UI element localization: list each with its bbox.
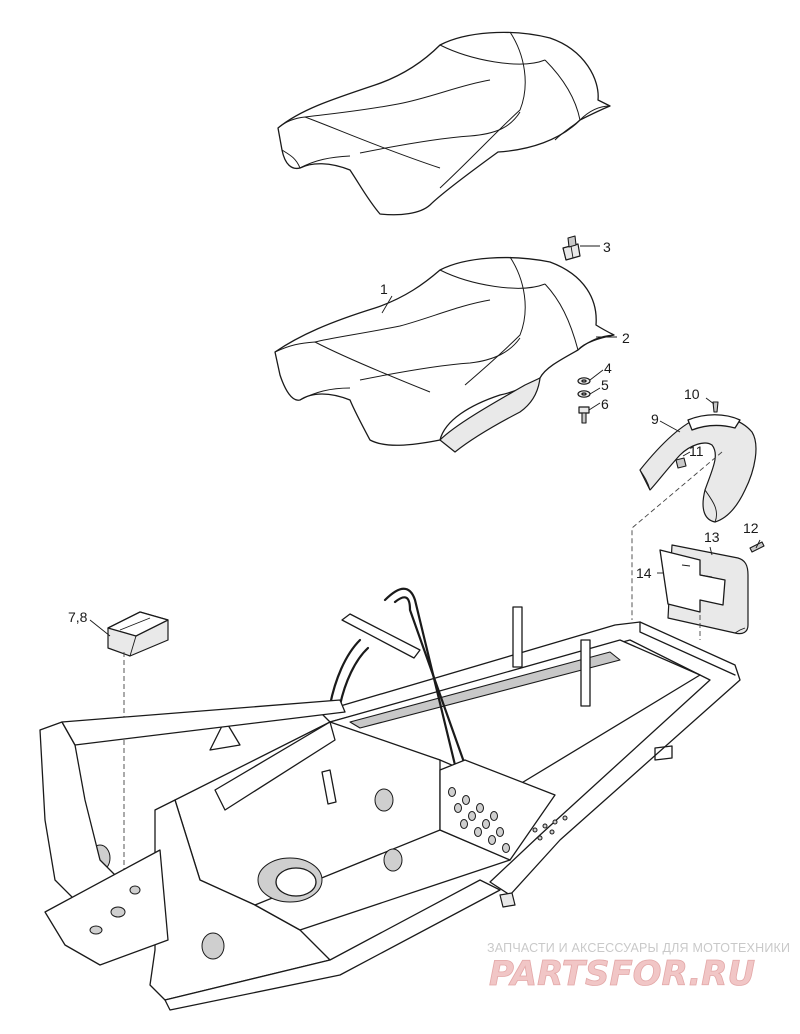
washer-5 <box>577 390 591 398</box>
watermark-logo: PARTSFOR.RU <box>489 954 755 994</box>
callout-2: 2 <box>622 330 630 346</box>
callout-4: 4 <box>604 360 612 376</box>
seat-bracket-clip <box>562 235 581 261</box>
backrest-pad <box>639 414 757 523</box>
callout-13: 13 <box>704 529 720 545</box>
battery-box <box>107 611 169 657</box>
callout-6: 6 <box>601 396 609 412</box>
callout-11: 11 <box>689 443 704 459</box>
callout-12: 12 <box>743 520 759 536</box>
back-plate <box>659 544 749 635</box>
nut-11 <box>675 457 687 469</box>
callout-10: 10 <box>684 386 700 402</box>
callout-9: 9 <box>651 411 659 427</box>
frame-chassis <box>39 587 741 1011</box>
callout-labels: 1 2 3 4 5 6 7,8 9 10 11 12 13 14 <box>68 239 759 625</box>
callout-5: 5 <box>601 377 609 393</box>
callout-1: 1 <box>380 281 388 297</box>
watermark-tagline: ЗАПЧАСТИ И АКСЕССУАРЫ ДЛЯ МОТОТЕХНИКИ <box>487 941 790 955</box>
watermark: ЗАПЧАСТИ И АКСЕССУАРЫ ДЛЯ МОТОТЕХНИКИ PA… <box>487 941 790 994</box>
callout-7-8: 7,8 <box>68 609 88 625</box>
callout-3: 3 <box>603 239 611 255</box>
leader-lines <box>89 245 761 637</box>
washer-4 <box>577 377 591 385</box>
assembly-guides <box>123 451 723 870</box>
bolt-6 <box>578 406 590 424</box>
foot-plate-holes <box>448 787 510 853</box>
screw-10 <box>712 401 719 413</box>
callout-14: 14 <box>636 565 652 581</box>
seat-cover-top <box>277 31 611 216</box>
seat-assembly <box>274 256 615 453</box>
